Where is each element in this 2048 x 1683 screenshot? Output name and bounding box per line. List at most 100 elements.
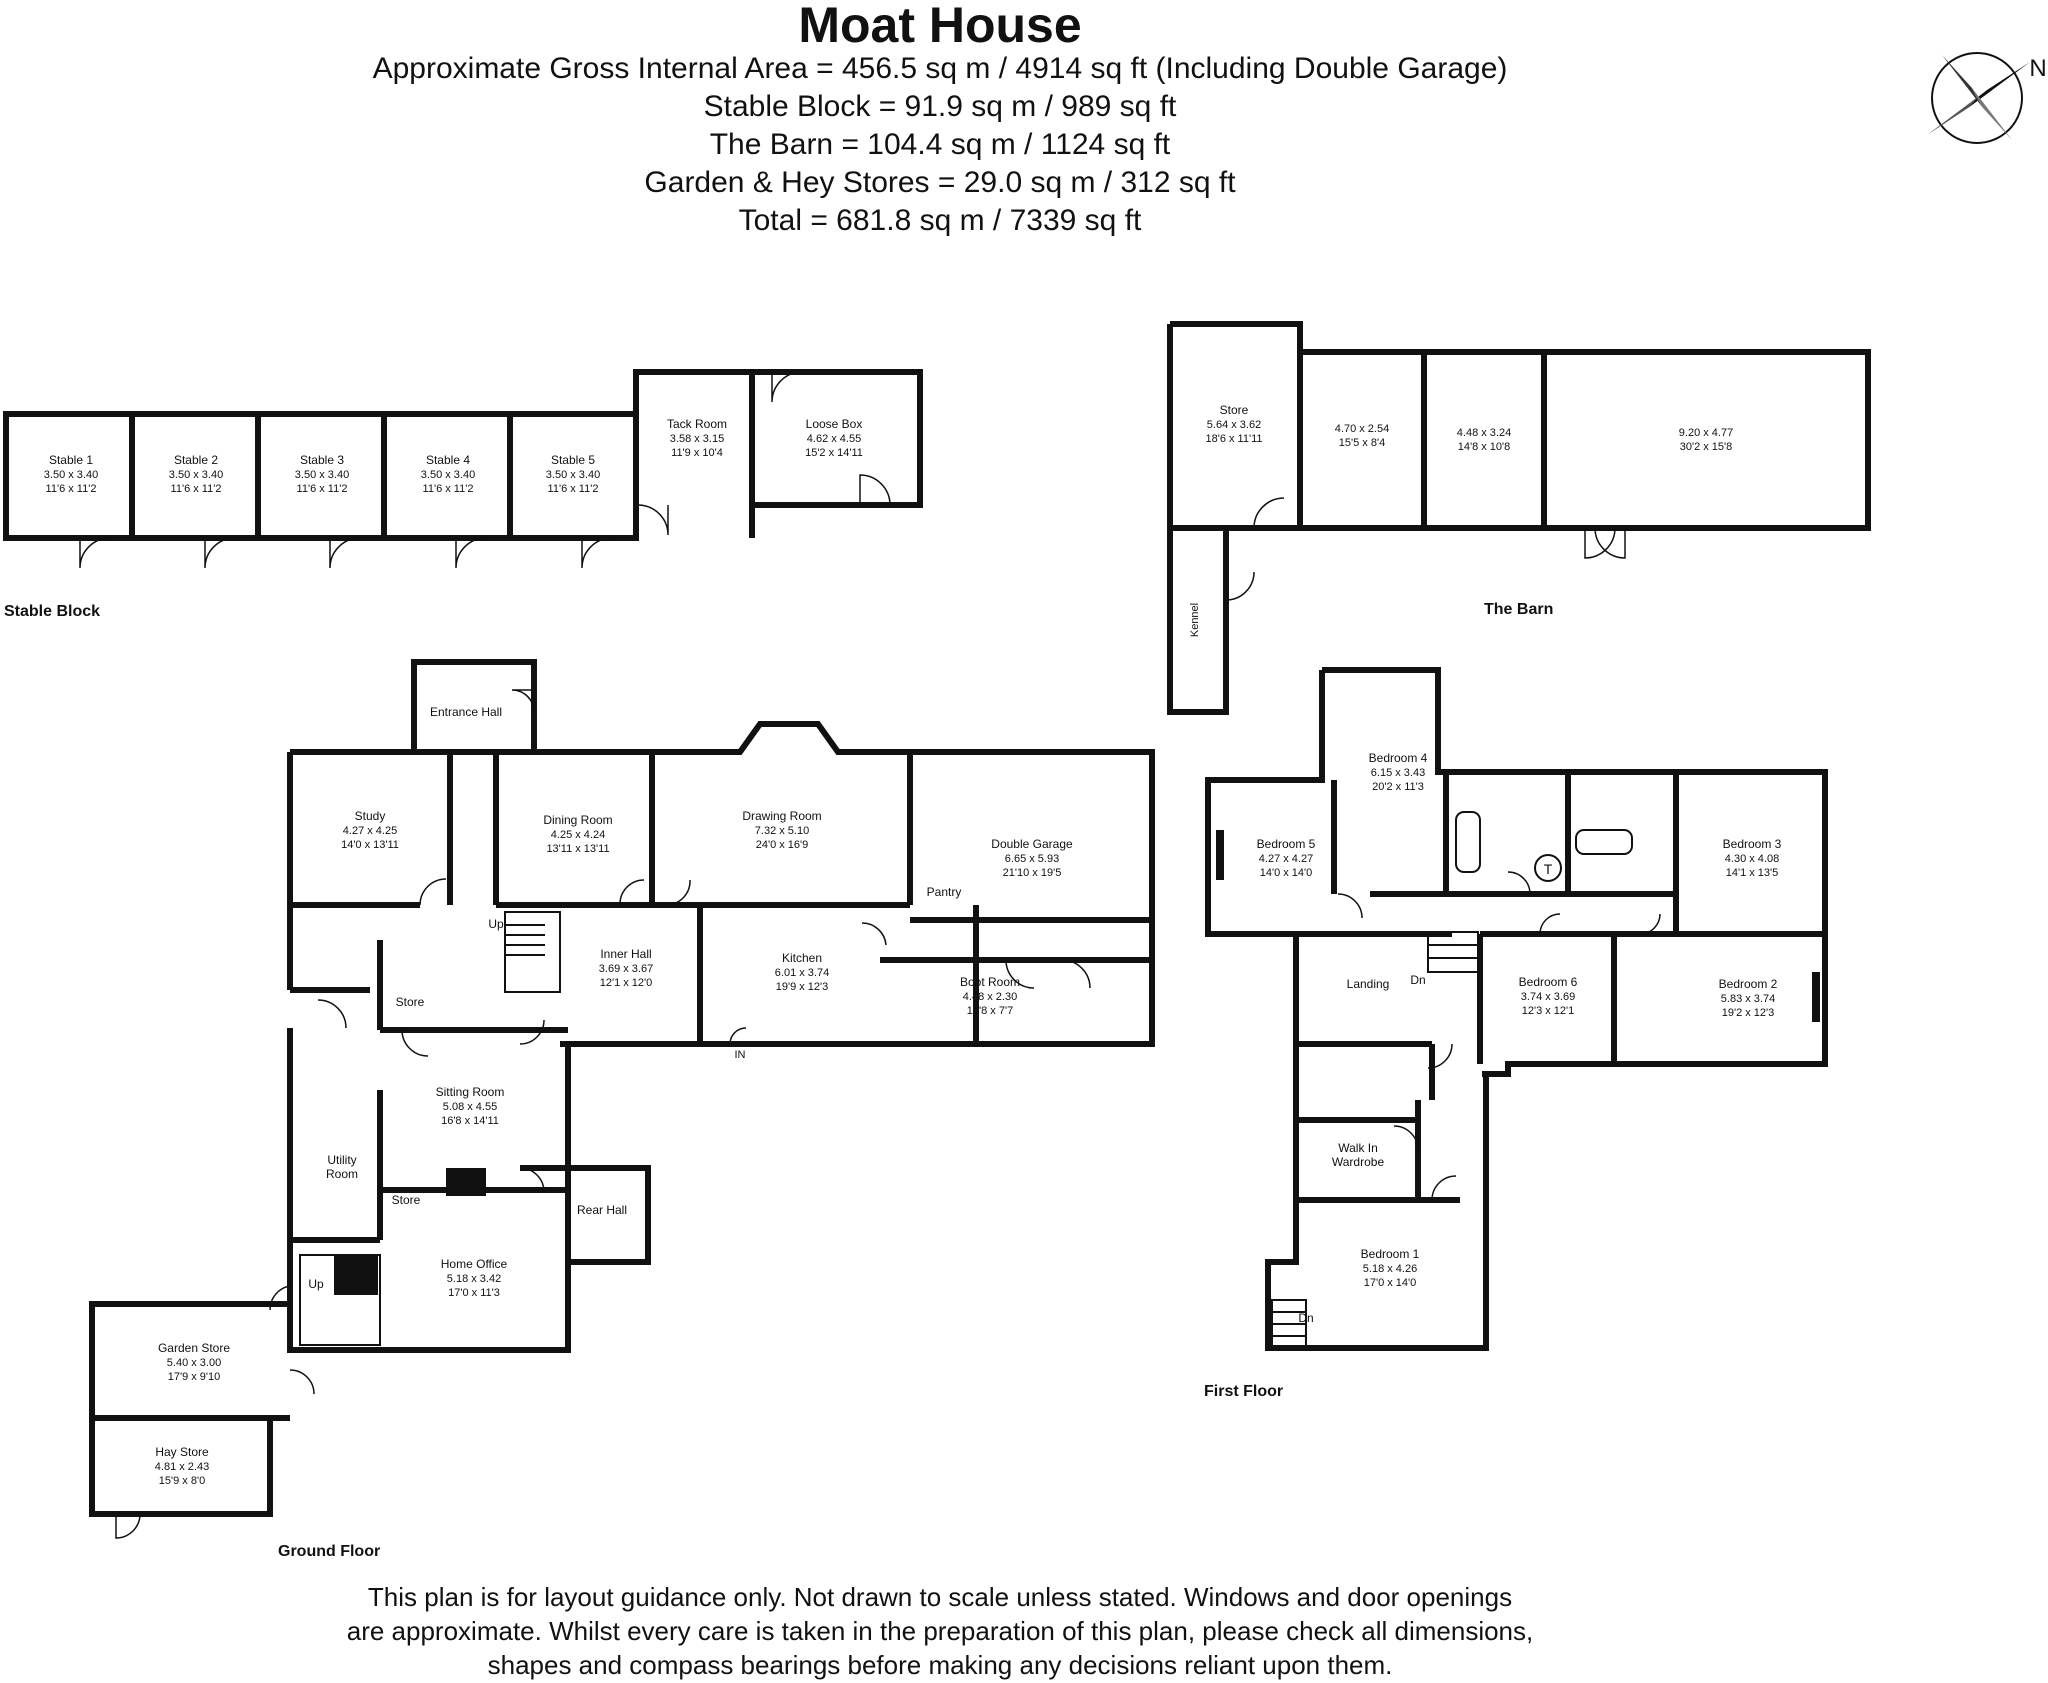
svg-text:Tack Room: Tack Room	[667, 417, 727, 431]
tank-label: T	[1544, 861, 1553, 877]
svg-text:11'6 x 11'2: 11'6 x 11'2	[423, 483, 474, 495]
svg-text:14'8 x 7'7: 14'8 x 7'7	[967, 1005, 1013, 1017]
bedroom-2: Bedroom 2 5.83 x 3.74 19'2 x 12'3	[1719, 977, 1778, 1019]
barn-heading: The Barn	[1484, 601, 1553, 618]
svg-text:15'2 x 14'11: 15'2 x 14'11	[805, 447, 863, 459]
compass-north-label: N	[2029, 55, 2046, 82]
area-total: Total = 681.8 sq m / 7339 sq ft	[738, 204, 1142, 237]
svg-text:11'9 x 10'4: 11'9 x 10'4	[671, 447, 723, 459]
svg-text:6.15 x 3.43: 6.15 x 3.43	[1371, 767, 1425, 779]
first-floor-door-swings	[1337, 871, 1661, 1201]
property-title: Moat House	[798, 0, 1082, 53]
kitchen: Kitchen 6.01 x 3.74 19'9 x 12'3	[775, 951, 829, 993]
svg-text:Home Office: Home Office	[441, 1257, 508, 1271]
svg-text:11'6 x 11'2: 11'6 x 11'2	[46, 483, 97, 495]
stair-up-label: Up	[488, 917, 504, 931]
compass-icon	[1927, 52, 2030, 144]
stable-3: Stable 3 3.50 x 3.40 11'6 x 11'2	[295, 453, 349, 495]
tack-room: Tack Room 3.58 x 3.15 11'9 x 10'4	[667, 417, 727, 459]
svg-text:5.18 x 4.26: 5.18 x 4.26	[1363, 1263, 1417, 1275]
svg-text:3.69 x 3.67: 3.69 x 3.67	[599, 963, 653, 975]
svg-text:11'6 x 11'2: 11'6 x 11'2	[297, 483, 348, 495]
pantry: Pantry	[927, 885, 962, 899]
svg-text:4.30 x 4.08: 4.30 x 4.08	[1725, 853, 1779, 865]
svg-text:Drawing Room: Drawing Room	[742, 809, 821, 823]
entrance-marker: IN	[735, 1049, 746, 1061]
svg-text:3.50 x 3.40: 3.50 x 3.40	[169, 469, 223, 481]
disclaimer-line: shapes and compass bearings before makin…	[487, 1650, 1393, 1680]
bedroom2-fireplace	[1812, 972, 1820, 1022]
svg-text:14'8 x 10'8: 14'8 x 10'8	[1458, 441, 1511, 453]
drawing-room: Drawing Room 7.32 x 5.10 24'0 x 16'9	[742, 809, 821, 851]
barn-door-swings	[1225, 497, 1626, 601]
plan-header: Moat House Approximate Gross Internal Ar…	[0, 0, 1880, 240]
svg-text:Bedroom 6: Bedroom 6	[1519, 975, 1578, 989]
svg-text:Bedroom 1: Bedroom 1	[1361, 1247, 1420, 1261]
bedroom-1: Bedroom 1 5.18 x 4.26 17'0 x 14'0	[1361, 1247, 1420, 1289]
stable-block-walls	[3, 369, 923, 541]
svg-text:12'1 x 12'0: 12'1 x 12'0	[600, 977, 653, 989]
svg-text:20'2 x 11'3: 20'2 x 11'3	[1372, 781, 1424, 793]
entrance-hall: Entrance Hall	[430, 705, 502, 719]
svg-text:5.40 x 3.00: 5.40 x 3.00	[167, 1357, 221, 1369]
svg-text:7.32 x 5.10: 7.32 x 5.10	[755, 825, 809, 837]
svg-text:5.18 x 3.42: 5.18 x 3.42	[447, 1273, 501, 1285]
svg-text:Bedroom 5: Bedroom 5	[1257, 837, 1316, 851]
svg-text:Stable 4: Stable 4	[426, 453, 470, 467]
stair-up-label: Up	[308, 1277, 324, 1291]
barn-walls	[1167, 321, 1871, 715]
svg-text:6.01 x 3.74: 6.01 x 3.74	[775, 967, 829, 979]
barn-room-b: 4.48 x 3.24 14'8 x 10'8	[1457, 427, 1511, 453]
svg-text:Kitchen: Kitchen	[782, 951, 822, 965]
svg-text:Study: Study	[355, 809, 386, 823]
svg-text:17'9 x 9'10: 17'9 x 9'10	[168, 1371, 221, 1383]
svg-text:16'8 x 14'11: 16'8 x 14'11	[441, 1115, 499, 1127]
svg-text:13'11 x 13'11: 13'11 x 13'11	[546, 843, 609, 855]
bedroom-6: Bedroom 6 3.74 x 3.69 12'3 x 12'1	[1519, 975, 1578, 1017]
svg-text:19'9 x 12'3: 19'9 x 12'3	[776, 981, 829, 993]
svg-text:6.65 x 5.93: 6.65 x 5.93	[1005, 853, 1059, 865]
area-stores: Garden & Hey Stores = 29.0 sq m / 312 sq…	[644, 166, 1236, 199]
disclaimer-line: are approximate. Whilst every care is ta…	[346, 1616, 1534, 1646]
ground-floor-heading: Ground Floor	[278, 1543, 380, 1560]
bedroom-4: Bedroom 4 6.15 x 3.43 20'2 x 11'3	[1369, 751, 1428, 793]
stable-block-heading: Stable Block	[4, 603, 100, 620]
disclaimer: This plan is for layout guidance only. N…	[200, 1580, 1680, 1682]
double-garage: Double Garage 6.65 x 5.93 21'10 x 19'5	[991, 837, 1073, 879]
svg-text:19'2 x 12'3: 19'2 x 12'3	[1722, 1007, 1775, 1019]
svg-text:Loose Box: Loose Box	[806, 417, 863, 431]
sitting-room: Sitting Room 5.08 x 4.55 16'8 x 14'11	[436, 1085, 505, 1127]
svg-text:4.27 x 4.25: 4.27 x 4.25	[343, 825, 397, 837]
kennel-label: Kennel	[1189, 603, 1201, 637]
stable-door-swings	[79, 371, 891, 569]
svg-text:9.20 x 4.77: 9.20 x 4.77	[1679, 427, 1733, 439]
first-floor-fixtures	[1271, 811, 1633, 1347]
svg-text:Double Garage: Double Garage	[991, 837, 1073, 851]
svg-text:Stable 3: Stable 3	[300, 453, 344, 467]
svg-text:4.48 x 3.24: 4.48 x 3.24	[1457, 427, 1511, 439]
stable-1: Stable 1 3.50 x 3.40 11'6 x 11'2	[44, 453, 98, 495]
svg-text:Hay Store: Hay Store	[155, 1445, 209, 1459]
bedroom-3: Bedroom 3 4.30 x 4.08 14'1 x 13'5	[1723, 837, 1782, 879]
area-barn: The Barn = 104.4 sq m / 1124 sq ft	[709, 128, 1171, 161]
store-ground-2: Store	[392, 1193, 421, 1207]
barn-room-a: 4.70 x 2.54 15'5 x 8'4	[1335, 423, 1389, 449]
area-gross-internal: Approximate Gross Internal Area = 456.5 …	[372, 52, 1508, 85]
svg-text:Stable 1: Stable 1	[49, 453, 93, 467]
bedroom5-fireplace	[1216, 830, 1224, 880]
stair-down-label: Dn	[1410, 973, 1425, 987]
svg-text:4.62 x 4.55: 4.62 x 4.55	[807, 433, 861, 445]
svg-text:11'6 x 11'2: 11'6 x 11'2	[548, 483, 599, 495]
home-office: Home Office 5.18 x 3.42 17'0 x 11'3	[441, 1257, 508, 1299]
svg-text:15'9 x 8'0: 15'9 x 8'0	[159, 1475, 205, 1487]
ground-door-swings	[115, 689, 1091, 1539]
svg-text:Boot Room: Boot Room	[960, 975, 1020, 989]
svg-text:12'3 x 12'1: 12'3 x 12'1	[1522, 1005, 1575, 1017]
ground-floor-walls	[89, 659, 1155, 1517]
svg-text:14'0 x 13'11: 14'0 x 13'11	[341, 839, 399, 851]
svg-text:Stable 5: Stable 5	[551, 453, 595, 467]
stable-5: Stable 5 3.50 x 3.40 11'6 x 11'2	[546, 453, 600, 495]
svg-text:Store: Store	[1220, 403, 1249, 417]
